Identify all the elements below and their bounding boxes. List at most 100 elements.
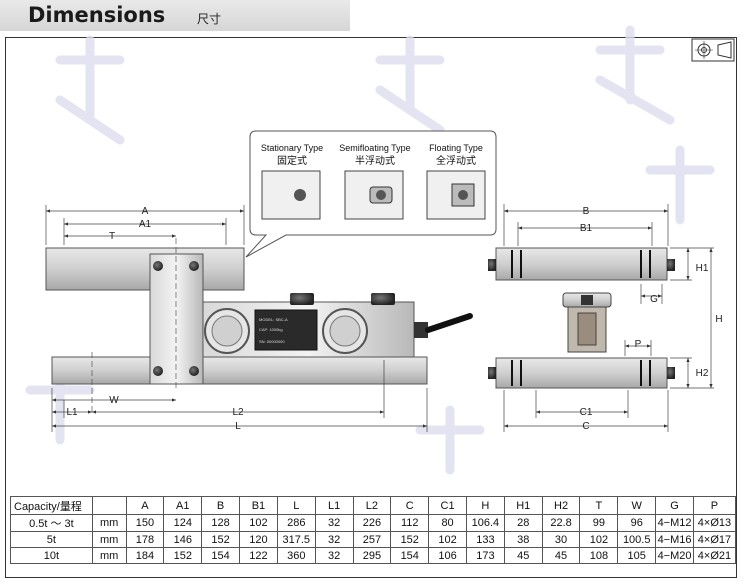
table-cell: 150 [125, 514, 165, 532]
table-cell: 257 [352, 531, 392, 548]
header-bar [0, 0, 350, 31]
table-cell: 124 [163, 514, 203, 532]
table-header-cell: H2 [541, 496, 581, 515]
table-header-cell: Capacity/量程 [10, 496, 93, 515]
dim-label-a: A [142, 206, 149, 217]
table-cell: 45 [503, 547, 543, 564]
table-cell: 295 [352, 547, 392, 564]
dim-label-h: H [715, 314, 722, 325]
table-cell: 133 [465, 531, 505, 548]
table-cell: 286 [276, 514, 316, 532]
table-header-cell: B [201, 496, 241, 515]
table-cell: 173 [465, 547, 505, 564]
dim-label-b: B [583, 206, 590, 217]
table-cell: 154 [390, 547, 430, 564]
stationary-hole-icon [294, 189, 306, 201]
floating-type-label-zh: 全浮动式 [436, 154, 476, 167]
dim-label-b1: B1 [580, 223, 593, 234]
table-cell: 4−M20 [655, 547, 694, 564]
table-cell: 120 [239, 531, 278, 548]
table-cell: 317.5 [276, 531, 316, 548]
table-cell: 106.4 [465, 514, 505, 532]
table-cell: 80 [428, 514, 467, 532]
dim-label-c1: C1 [580, 407, 593, 418]
table-cell: 106 [428, 547, 467, 564]
table-header-cell [91, 496, 127, 515]
table-header-cell: L2 [352, 496, 392, 515]
table-header-cell: A [125, 496, 165, 515]
table-cell: 112 [390, 514, 430, 532]
table-cell: 360 [276, 547, 316, 564]
side-view [488, 247, 675, 389]
table-cell: mm [91, 514, 127, 532]
table-cell: 4×Ø13 [692, 514, 737, 532]
table-header-row: Capacity/量程 A A1 B B1 L L1 L2 C C1 H H1 … [10, 496, 737, 515]
dim-label-p: P [635, 339, 642, 350]
stationary-type-label: Stationary Type [261, 143, 323, 153]
dim-label-l1: L1 [66, 407, 78, 418]
page-subtitle: 尺寸 [197, 12, 222, 26]
table-cell: 5t [10, 531, 93, 548]
table-cell: 32 [314, 514, 354, 532]
table-cell: 32 [314, 547, 354, 564]
table-header-cell: G [655, 496, 694, 515]
table-cell: 108 [579, 547, 619, 564]
table-cell: 99 [579, 514, 619, 532]
page-title: Dimensions [28, 3, 166, 27]
dim-label-g: G [650, 294, 658, 305]
table-header-cell: B1 [239, 496, 278, 515]
table-cell: 28 [503, 514, 543, 532]
table-cell: 22.8 [541, 514, 581, 532]
table-header-cell: L1 [314, 496, 354, 515]
table-cell: mm [91, 547, 127, 564]
semifloating-type-label: Semifloating Type [339, 143, 410, 153]
watermark [25, 25, 715, 475]
projection-symbol-icon [691, 38, 735, 62]
table-cell: 128 [201, 514, 241, 532]
table-cell: 146 [163, 531, 203, 548]
table-cell: 32 [314, 531, 354, 548]
table-cell: 102 [239, 514, 278, 532]
table-cell: 10t [10, 547, 93, 564]
front-dimensions [45, 205, 428, 432]
floating-hole-icon [458, 190, 468, 200]
dim-label-a1: A1 [139, 219, 152, 230]
table-header-cell: P [692, 496, 737, 515]
table-row: 10t mm 184 152 154 122 360 32 295 154 10… [10, 547, 737, 564]
table-cell: 184 [125, 547, 165, 564]
table-cell: 122 [239, 547, 278, 564]
nameplate-line: CAP: 1000kg [259, 327, 283, 332]
table-cell: 105 [617, 547, 657, 564]
dim-label-h2: H2 [696, 368, 709, 379]
table-cell: 102 [579, 531, 619, 548]
table-cell: 100.5 [617, 531, 657, 548]
table-header-cell: H [465, 496, 505, 515]
stationary-type-label-zh: 固定式 [277, 154, 307, 167]
table-cell: 152 [390, 531, 430, 548]
dim-label-c: C [582, 421, 589, 432]
table-cell: 226 [352, 514, 392, 532]
front-view: MODEL: SBC-A CAP: 1000kg SN: 00000000 [45, 238, 473, 412]
table-cell: 178 [125, 531, 165, 548]
floating-type-label: Floating Type [429, 143, 483, 153]
table-cell: 4−M16 [655, 531, 694, 548]
table-cell: 152 [163, 547, 203, 564]
table-cell: mm [91, 531, 127, 548]
table-header-cell: T [579, 496, 619, 515]
table-cell: 45 [541, 547, 581, 564]
dim-label-l2: L2 [232, 407, 244, 418]
drawing-frame [5, 37, 737, 578]
semifloating-type-label-zh: 半浮动式 [355, 154, 395, 167]
dim-label-t: T [109, 231, 115, 242]
table-cell: 38 [503, 531, 543, 548]
mount-type-callout [245, 130, 497, 258]
nameplate-line: MODEL: SBC-A [259, 317, 288, 322]
dimensions-table: Capacity/量程 A A1 B B1 L L1 L2 C C1 H H1 … [10, 496, 737, 564]
table-header-cell: A1 [163, 496, 203, 515]
table-cell: 30 [541, 531, 581, 548]
dim-label-l: L [235, 421, 241, 432]
table-cell: 4×Ø17 [692, 531, 737, 548]
table-cell: 102 [428, 531, 467, 548]
table-header-cell: L [276, 496, 316, 515]
